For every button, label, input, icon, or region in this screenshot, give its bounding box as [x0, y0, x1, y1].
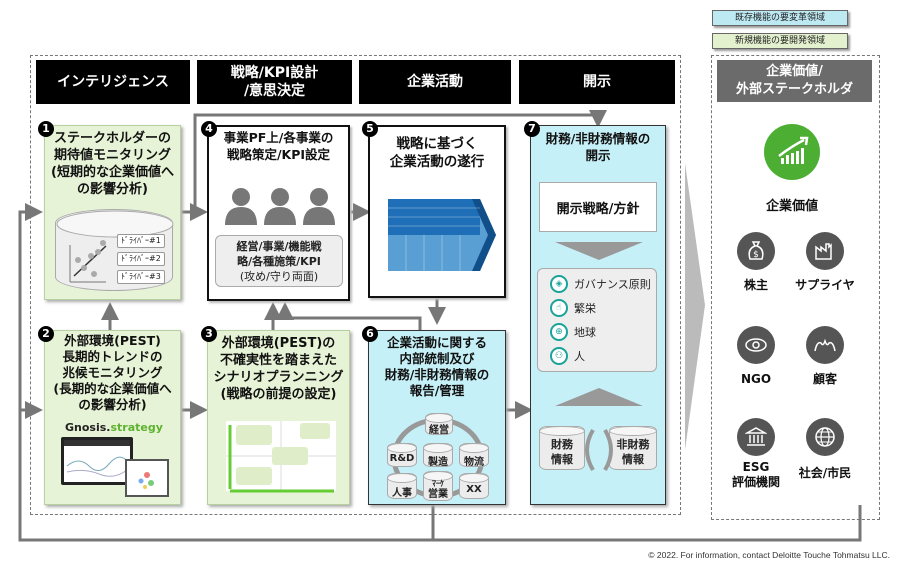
step-number-2: 2: [38, 326, 54, 342]
step-number-1: 1: [38, 121, 54, 137]
function-cylinder-manufacturing: 製造: [423, 443, 453, 468]
card-strategy-kpi-setting: 事業PF上/各事業の戦略策定/KPI設定 経営/事業/機能戦 略/各種施策/KP…: [207, 125, 350, 301]
function-cylinder-marketing-sales: ﾏｰｹ営業: [423, 471, 453, 501]
corporate-value-label: 企業価値: [765, 199, 818, 214]
theme-governance: ガバナンス原則: [574, 278, 651, 291]
gnosis-strategy-logo: Gnosis.strategy: [65, 421, 163, 434]
corporate-value-icon: [764, 124, 820, 180]
down-triangle: [555, 242, 643, 260]
stakeholder-frame: [711, 55, 880, 520]
column-header-disclosure: 開示: [519, 60, 675, 104]
main-frame: [30, 55, 681, 515]
financial-info-cylinder: 財務情報: [539, 426, 585, 470]
function-cylinder-management: 経営: [425, 413, 453, 436]
legend-new: 新規機能の要開発領域: [712, 33, 848, 49]
driver-label: ﾄﾞﾗｲﾊﾞｰ#2: [117, 252, 165, 266]
stakeholder-header: 企業価値/外部ステークホルダ: [717, 60, 872, 102]
step-number-4: 4: [201, 121, 217, 137]
function-cylinder-xx: XX: [459, 473, 489, 499]
laptop-screenshot: [61, 437, 133, 485]
stakeholder-ngo: NGO: [740, 372, 772, 386]
column-header-strategy-kpi: 戦略/KPI設計/意思決定: [197, 60, 352, 104]
up-triangle: [555, 388, 643, 406]
card-strategy-execution: 戦略に基づく企業活動の遂行: [368, 125, 506, 298]
money-bag-icon: $: [737, 232, 775, 270]
copyright-footer: © 2022. For information, contact Deloitt…: [648, 550, 890, 560]
column-header-intelligence: インテリジェンス: [36, 60, 190, 104]
people-icon: ⚇: [550, 347, 568, 365]
strategy-scroll: 経営/事業/機能戦 略/各種施策/KPI (攻め/守り両面): [215, 235, 343, 287]
column-header-corporate-activity: 企業活動: [359, 60, 511, 104]
factory-icon: [806, 232, 844, 270]
driver-label: ﾄﾞﾗｲﾊﾞｰ#3: [117, 270, 165, 284]
disclosure-policy-box: 開示戦略/方針: [539, 182, 657, 232]
card-disclosure: 財務/非財務情報の開示 開示戦略/方針 ◈ガバナンス原則 ☝繁栄 ⊕地球 ⚇人 …: [530, 125, 666, 505]
exchange-arrows-icon: [585, 428, 613, 472]
stakeholder-customers: 顧客: [812, 372, 837, 386]
globe-icon: ⊕: [550, 323, 568, 341]
theme-prosperity: 繁栄: [574, 302, 596, 315]
people-icon: [225, 188, 335, 225]
theme-planet: 地球: [574, 326, 596, 339]
big-right-arrow: [685, 163, 705, 450]
function-cylinder-hr: 人事: [387, 473, 417, 499]
step-number-3: 3: [201, 326, 217, 342]
driver-label: ﾄﾞﾗｲﾊﾞｰ#1: [117, 234, 165, 248]
disclosure-themes-scroll: ◈ ガバナンス原則 ☝ 繁栄 ⊕ 地球 ⚇ 人: [537, 268, 657, 372]
stakeholder-society: 社会/市民: [798, 466, 852, 480]
stakeholder-suppliers: サプライヤ: [795, 278, 855, 292]
card-pest-trend-monitoring: 外部環境(PEST)長期的トレンドの兆候モニタリング(長期的な企業価値への影響分…: [44, 330, 181, 505]
stakeholder-shareholders: 株主: [743, 278, 768, 292]
svg-text:$: $: [753, 250, 759, 260]
function-cylinder-logistics: 物流: [459, 443, 489, 468]
step-number-6: 6: [362, 326, 378, 342]
value-chain-icon: [388, 199, 496, 271]
institution-icon: [737, 418, 775, 456]
governance-icon: ◈: [550, 275, 568, 293]
tablet-screenshot: [125, 459, 169, 497]
legend-existing: 既存機能の要変革領域: [712, 10, 848, 26]
nonfinancial-info-cylinder: 非財務情報: [609, 426, 657, 470]
step-number-5: 5: [362, 121, 378, 137]
thumbs-up-icon: ☝: [550, 299, 568, 317]
scenario-matrix-icon: [226, 421, 336, 493]
theme-people: 人: [574, 350, 585, 363]
function-cylinder-rnd: R&D: [387, 443, 417, 467]
customers-icon: [806, 326, 844, 364]
eye-icon: [737, 326, 775, 364]
card-scenario-planning: 外部環境(PEST)の不確実性を踏まえたシナリオプランニング(戦略の前提の設定): [207, 330, 350, 505]
card-internal-control-reporting: 企業活動に関する内部統制及び財務/非財務情報の報告/管理 経営 R&D 製造 物…: [368, 330, 506, 505]
globe-icon: [806, 418, 844, 456]
step-number-7: 7: [524, 121, 540, 137]
